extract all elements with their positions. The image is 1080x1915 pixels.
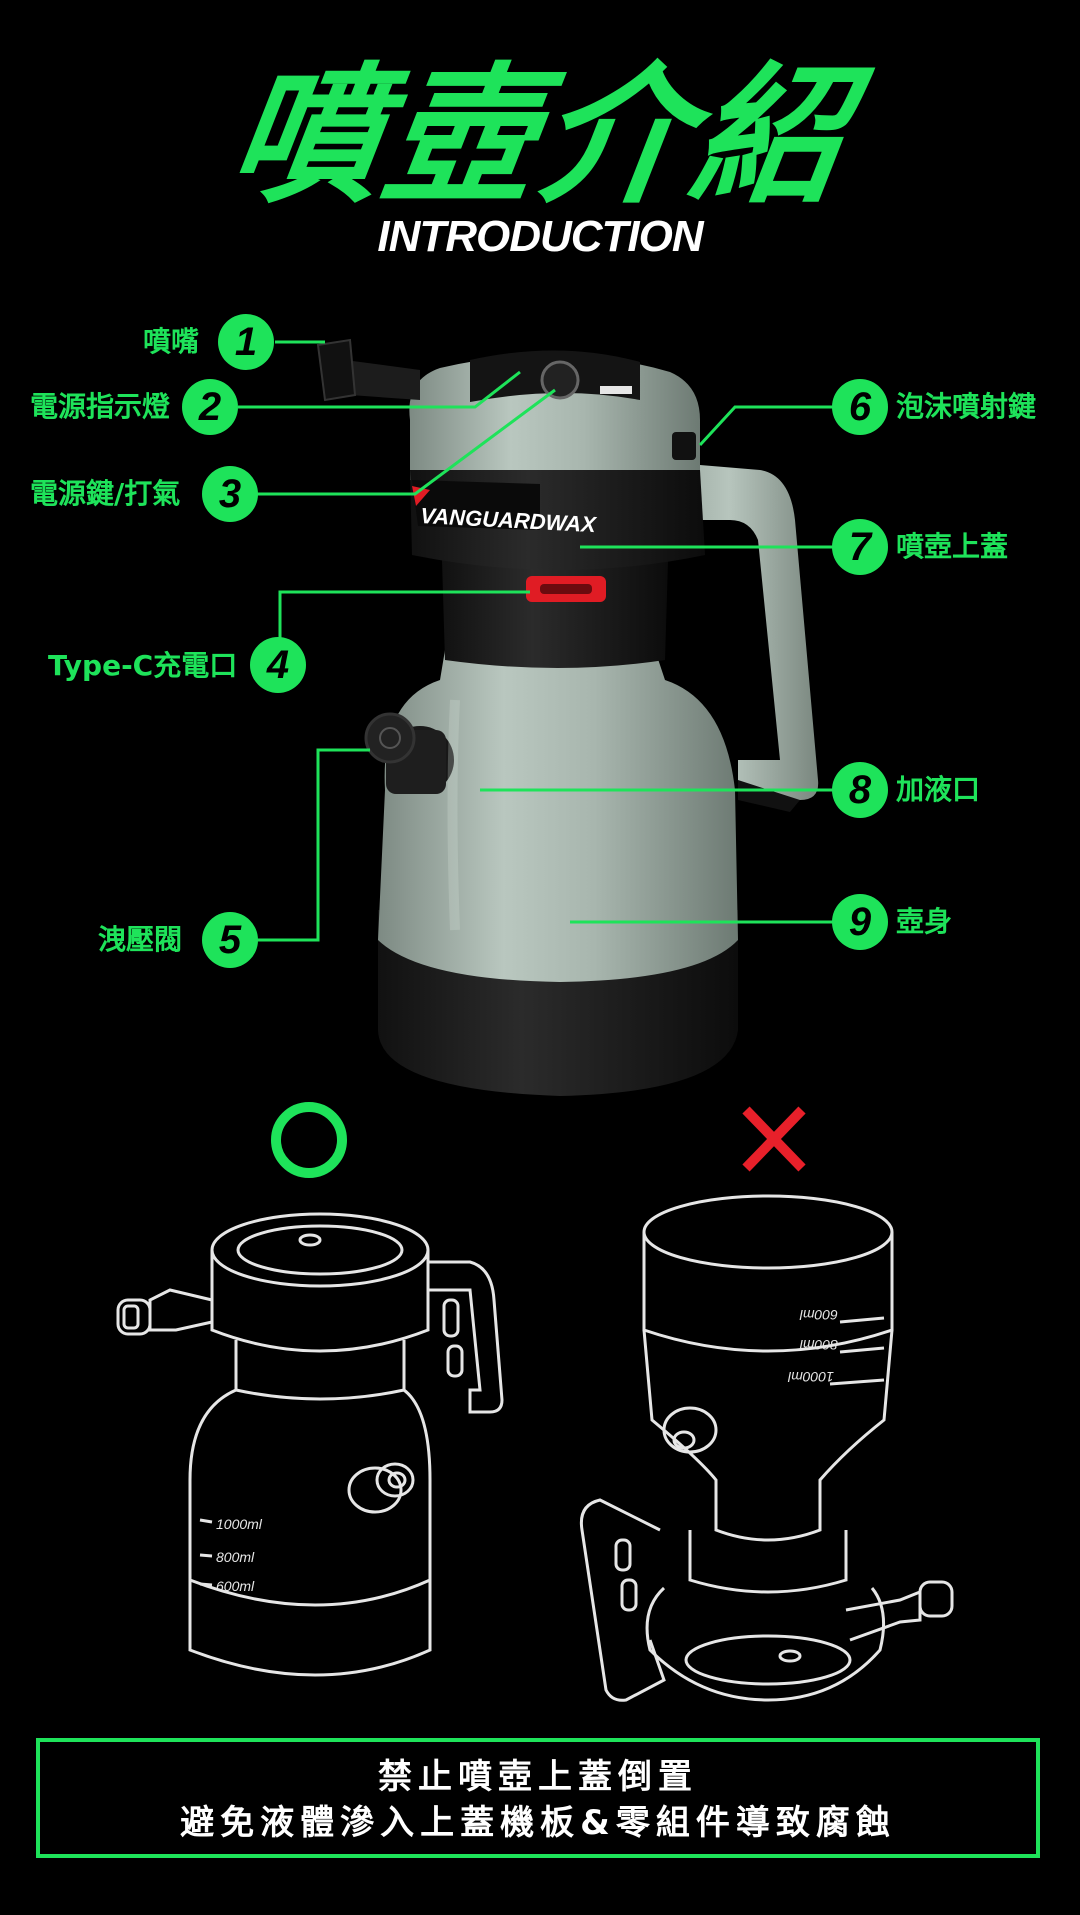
callout-badge-5: 5 (202, 912, 258, 968)
callout-label-6: 泡沫噴射鍵 (896, 390, 1037, 423)
notice-line-1: 禁止噴壺上蓋倒置 (378, 1757, 698, 1797)
callout-badge-9: 9 (832, 894, 888, 950)
callout-badge-2: 2 (182, 379, 238, 435)
orientation-comparison: 1000ml 800ml 600ml 600ml 800ml 1000ml (116, 1102, 954, 1702)
page-subtitle: INTRODUCTION (377, 212, 703, 261)
wrong-cross-icon (742, 1106, 806, 1172)
sprayer-product-image: VANGUARDWAX (316, 338, 819, 1096)
correct-circle-icon (271, 1102, 347, 1178)
callout-badge-4: 4 (250, 637, 306, 693)
callout-label-1: 噴嘴 (143, 325, 200, 358)
callout-label-9: 壺身 (896, 905, 953, 938)
inverted-sprayer-drawing (579, 1194, 954, 1702)
callout-badge-7: 7 (832, 519, 888, 575)
notice-line-2: 避免液體滲入上蓋機板&零組件導致腐蝕 (180, 1803, 896, 1843)
inverted-scale-mark-3: 1000ml (787, 1369, 834, 1385)
upright-scale-mark-1: 1000ml (216, 1516, 263, 1532)
callout-label-4: Type-C充電口 (48, 649, 238, 682)
upright-scale-mark-3: 600ml (216, 1578, 255, 1594)
callout-badge-6: 6 (832, 379, 888, 435)
callout-badge-3: 3 (202, 466, 258, 522)
warning-notice-box: 禁止噴壺上蓋倒置 避免液體滲入上蓋機板&零組件導致腐蝕 (36, 1738, 1040, 1858)
upright-scale-mark-2: 800ml (216, 1549, 255, 1565)
callout-label-5: 洩壓閥 (98, 923, 183, 956)
inverted-scale-mark-1: 600ml (799, 1307, 838, 1323)
callout-label-2: 電源指示燈 (30, 390, 171, 423)
upright-sprayer-drawing (116, 1212, 504, 1677)
inverted-scale-mark-2: 800ml (799, 1337, 838, 1353)
callout-label-3: 電源鍵/打氣 (30, 477, 181, 510)
callout-label-8: 加液口 (896, 773, 981, 806)
callout-label-7: 噴壺上蓋 (896, 530, 1009, 563)
callout-badge-1: 1 (218, 314, 274, 370)
callout-badge-8: 8 (832, 762, 888, 818)
